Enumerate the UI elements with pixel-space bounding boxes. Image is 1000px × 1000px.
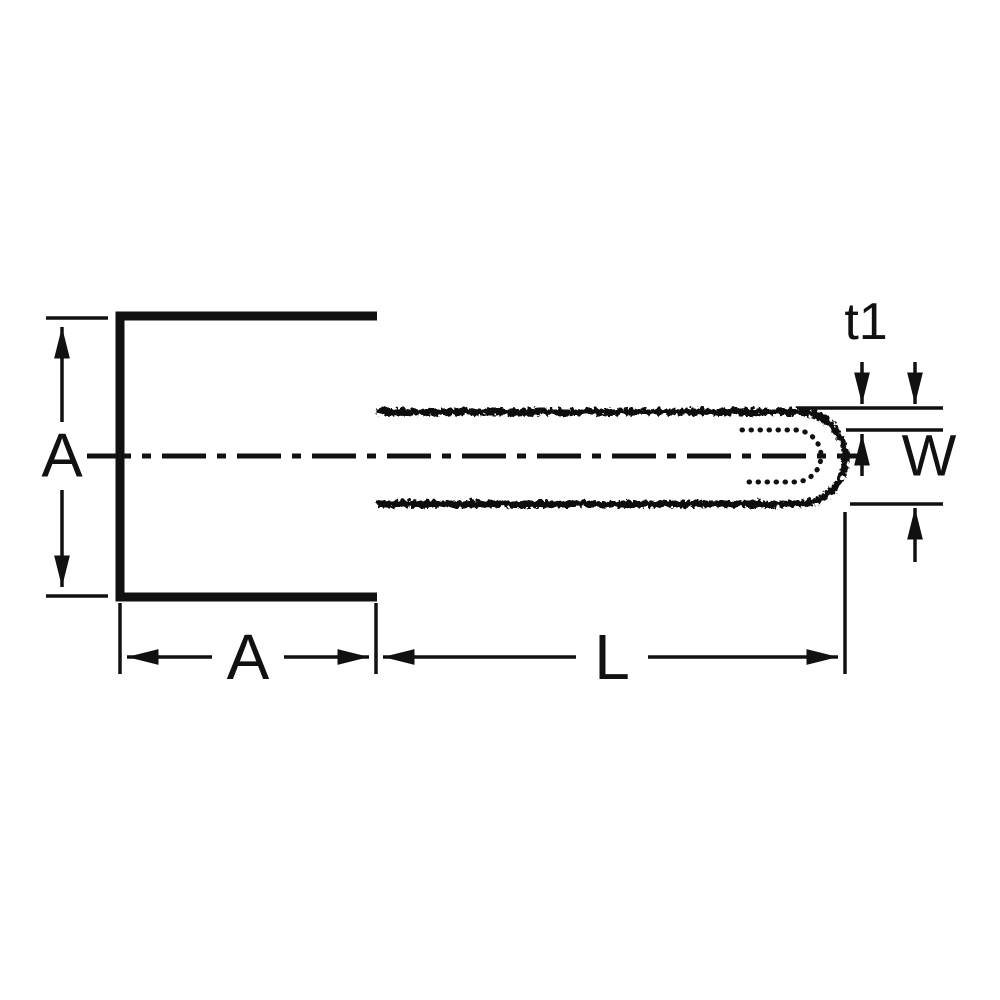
label-length-L: L	[594, 621, 630, 693]
dim-height-A: A	[41, 316, 108, 598]
label-thickness-t1: t1	[844, 293, 887, 351]
label-height-A: A	[41, 422, 83, 491]
dim-wall-thickness-t1: t1	[797, 293, 943, 476]
label-width-W: W	[902, 424, 957, 489]
dim-length-L: L	[383, 512, 847, 693]
dim-width-W: W	[850, 362, 957, 562]
dim-flange-length-A: A	[118, 603, 378, 693]
inner-wall-dotted-line	[739, 427, 824, 485]
label-flange-A: A	[227, 621, 270, 693]
